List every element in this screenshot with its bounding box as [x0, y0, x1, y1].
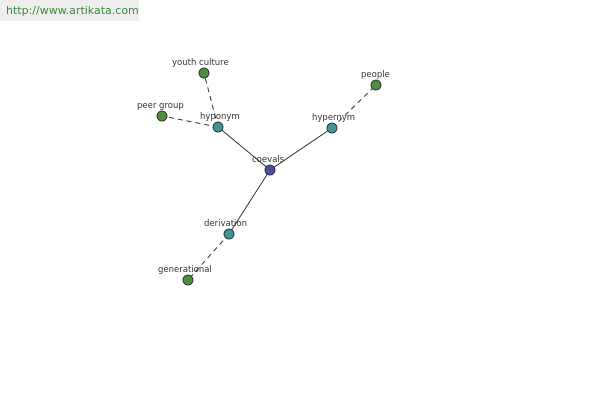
- node-hyponym[interactable]: [212, 121, 224, 133]
- node-people[interactable]: [370, 79, 382, 91]
- node-derivation[interactable]: [223, 228, 235, 240]
- edge-hyponym-peer-group: [161, 115, 219, 128]
- node-label-hyponym[interactable]: hyponym: [200, 112, 240, 122]
- edge-hypernym-people: [331, 84, 377, 129]
- edge-coevals-hyponym: [217, 126, 271, 171]
- source-link[interactable]: http://www.artikata.com: [6, 4, 139, 17]
- node-label-peer-group[interactable]: peer group: [137, 101, 184, 111]
- labels-layer: coevals hyponym hypernym derivation youth cu…: [137, 58, 390, 275]
- edge-coevals-derivation: [228, 169, 271, 235]
- node-peer-group[interactable]: [156, 110, 168, 122]
- node-label-generational[interactable]: generational: [158, 265, 212, 275]
- nodes-layer: [156, 67, 382, 286]
- node-label-hypernym[interactable]: hypernym: [312, 113, 355, 123]
- node-youth-culture[interactable]: [198, 67, 210, 79]
- edges-layer: [161, 72, 377, 281]
- node-label-derivation[interactable]: derivation: [204, 219, 247, 229]
- edge-coevals-hypernym: [269, 127, 333, 171]
- source-banner: http://www.artikata.com: [0, 0, 139, 21]
- node-label-coevals[interactable]: coevals: [252, 155, 285, 165]
- node-label-people[interactable]: people: [361, 70, 390, 80]
- node-coevals[interactable]: [264, 164, 276, 176]
- node-label-youth-culture[interactable]: youth culture: [172, 58, 229, 68]
- edge-derivation-generational: [187, 233, 230, 281]
- node-generational[interactable]: [182, 274, 194, 286]
- node-hypernym[interactable]: [326, 122, 338, 134]
- edge-hyponym-youth-culture: [203, 72, 219, 128]
